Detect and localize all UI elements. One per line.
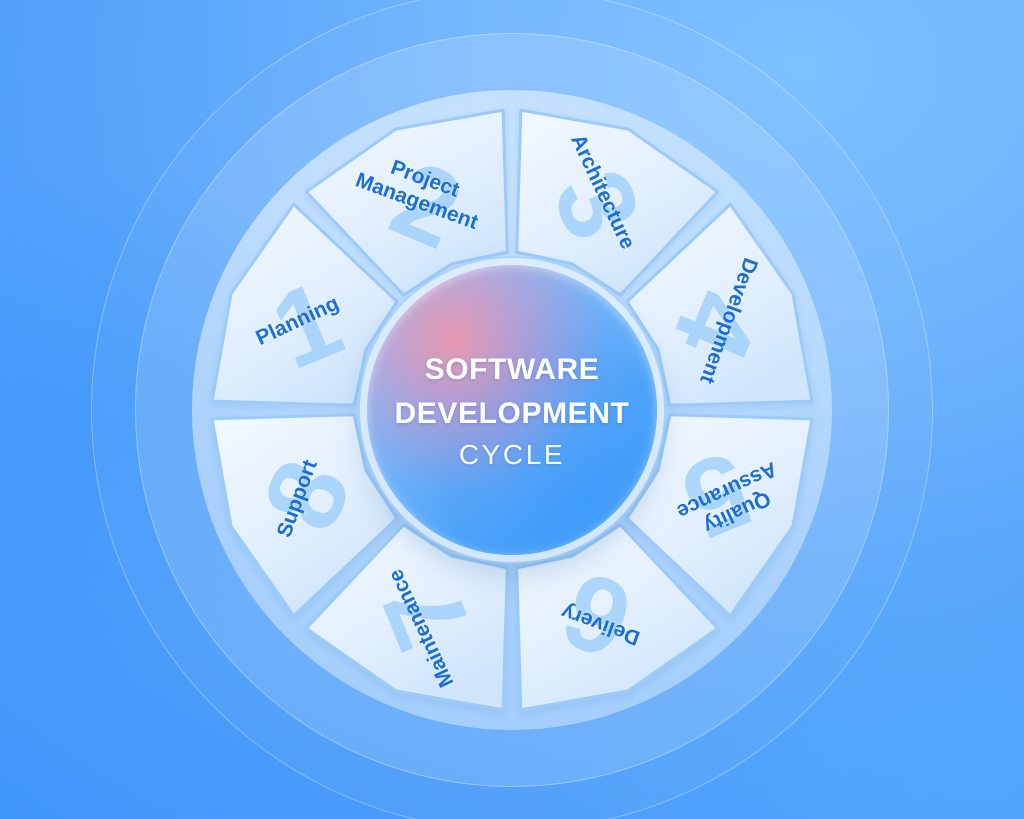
cycle-segment-6[interactable] — [515, 523, 720, 711]
center-subtitle: CYCLE — [458, 439, 566, 470]
cycle-segment-8[interactable] — [210, 412, 399, 617]
center-hub: SOFTWARE DEVELOPMENT CYCLE — [367, 264, 657, 555]
center-title-line-2: DEVELOPMENT — [394, 396, 630, 430]
center-title-line-1: SOFTWARE — [424, 353, 600, 386]
cycle-segment-4[interactable] — [625, 202, 814, 407]
cycle-segment-5[interactable] — [625, 412, 814, 617]
cycle-segment-1[interactable] — [210, 202, 399, 407]
cycle-wheel — [202, 100, 822, 720]
cycle-segment-2[interactable] — [304, 108, 509, 296]
cycle-segment-7[interactable] — [304, 523, 509, 711]
cycle-segment-3[interactable] — [515, 108, 720, 296]
